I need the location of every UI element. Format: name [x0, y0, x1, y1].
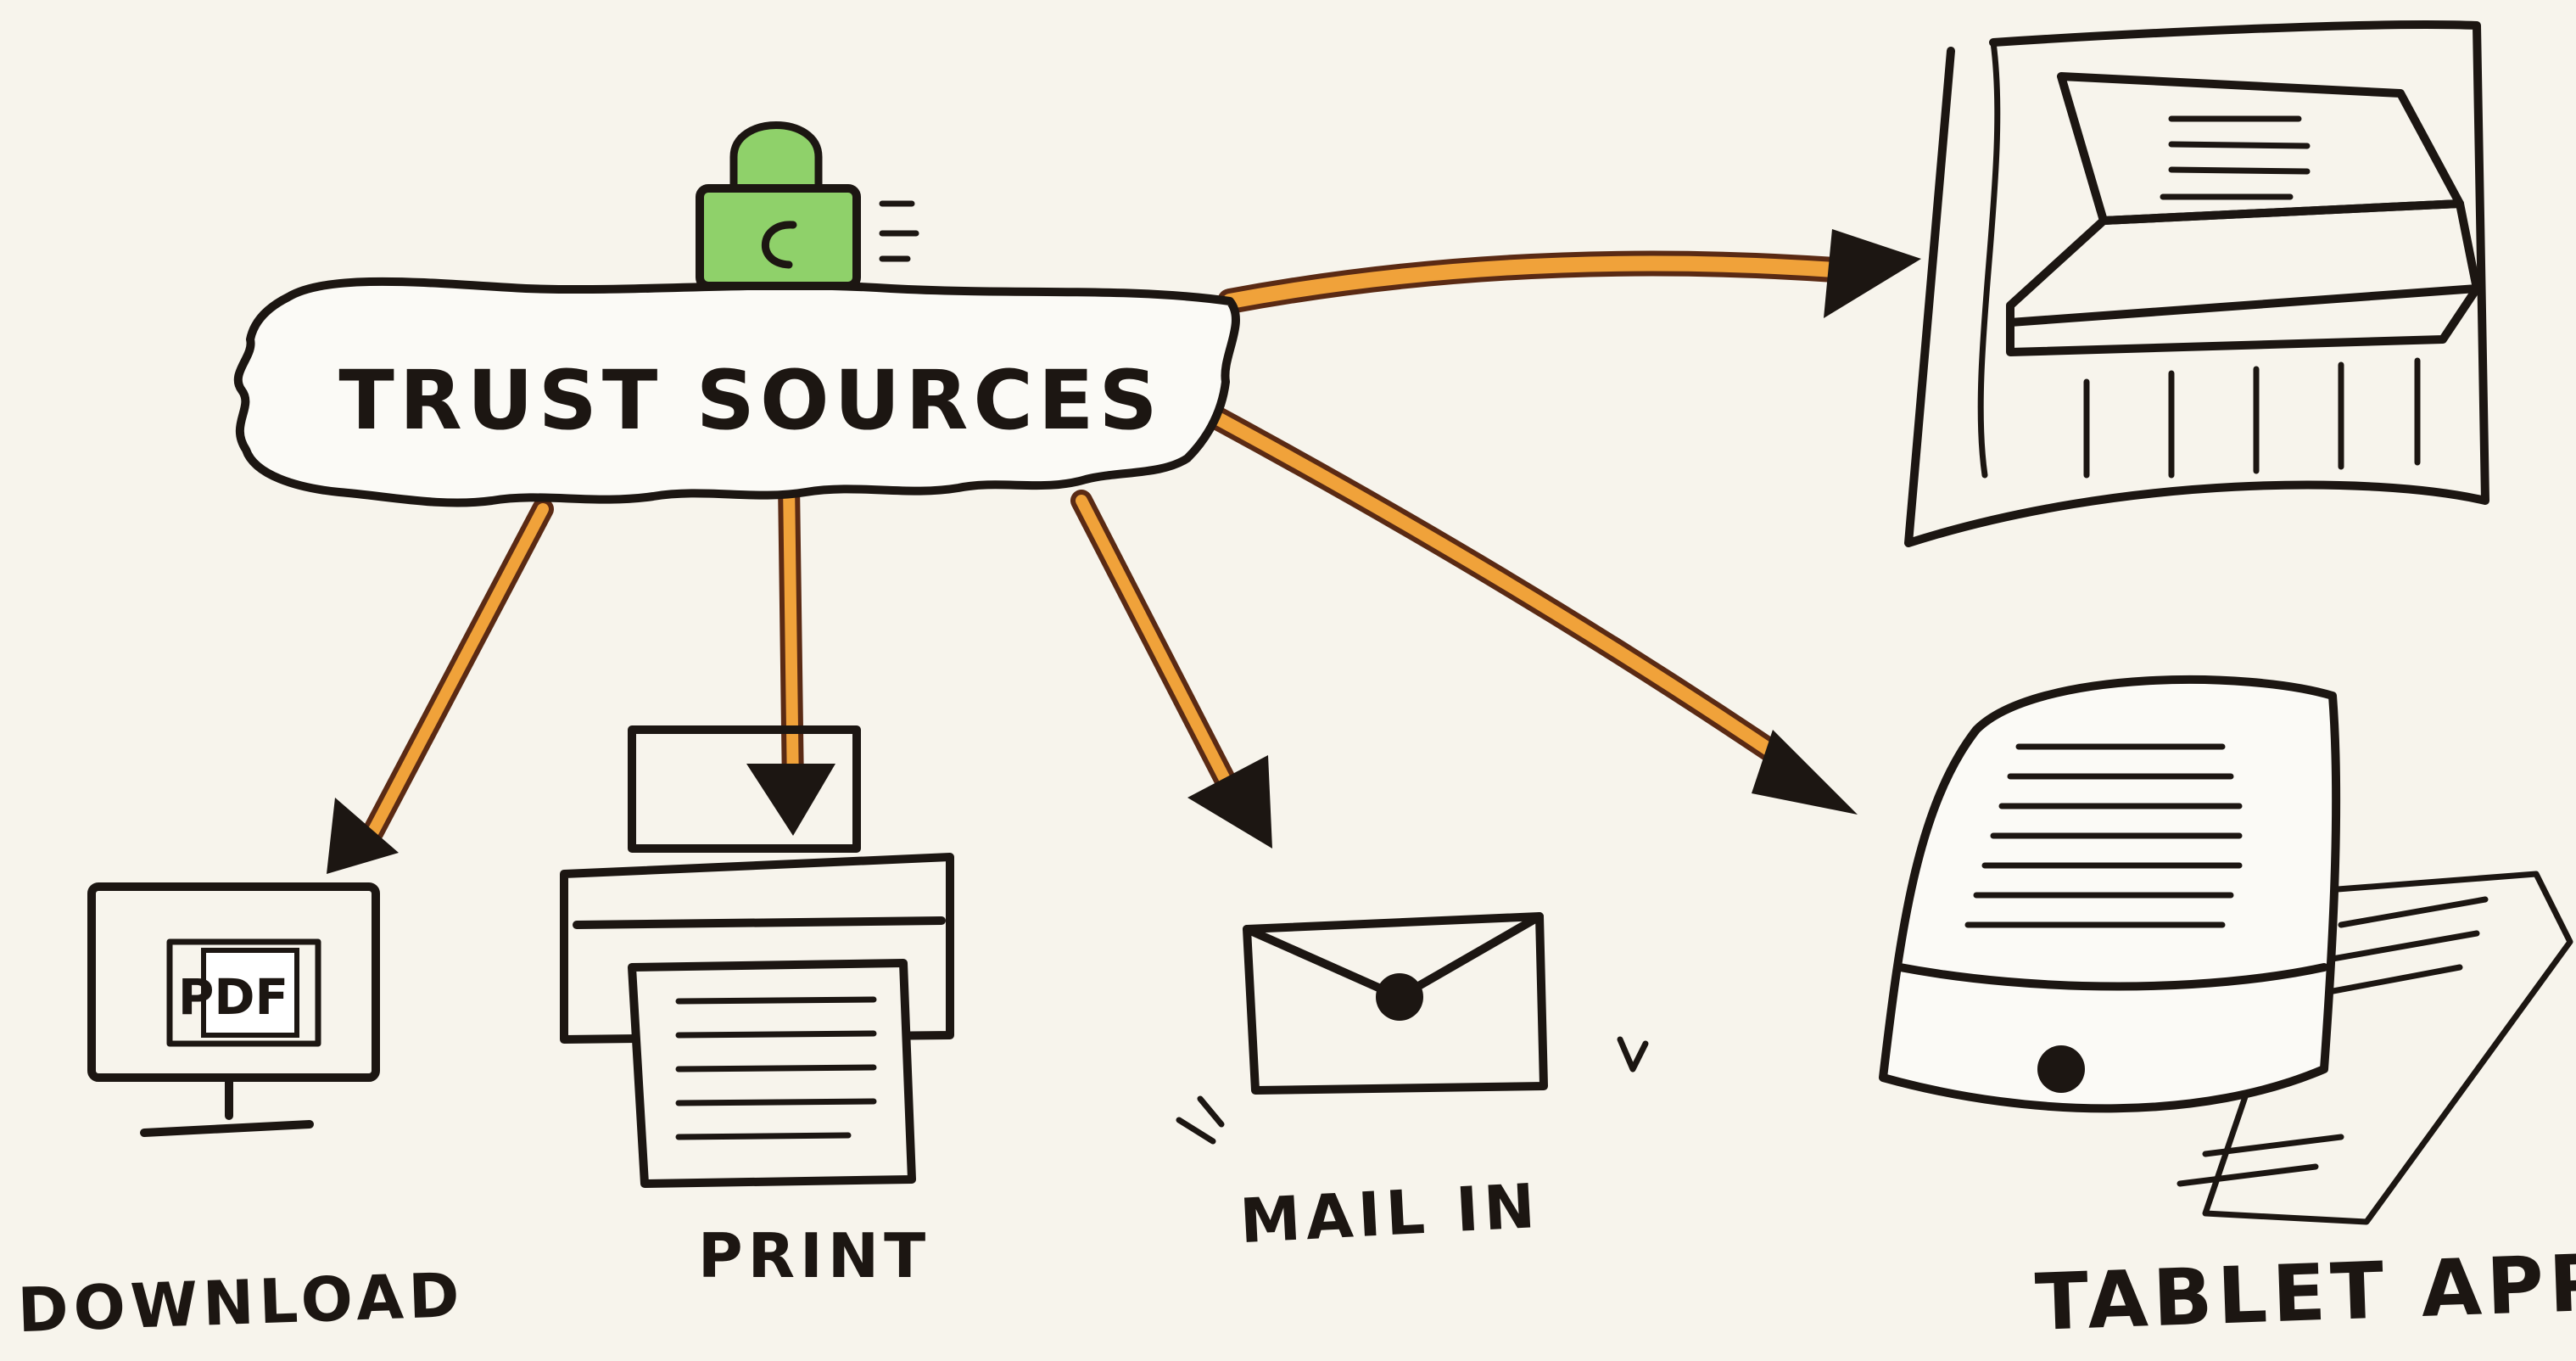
scanner-kiosk-icon	[1908, 25, 2485, 543]
hub-label: TRUST SOURCES	[338, 353, 1162, 448]
arrow-to-mail-in	[1081, 501, 1272, 849]
arrow-to-download	[327, 509, 543, 874]
download-label: DOWNLOAD	[16, 1259, 465, 1346]
envelope-icon	[1179, 916, 1646, 1141]
print-label: PRINT	[698, 1220, 930, 1291]
pdf-screen-text: PDF	[178, 968, 288, 1026]
monitor-pdf-icon: PDF	[92, 887, 376, 1133]
lock-icon	[700, 126, 916, 287]
arrow-to-tablet-app	[1213, 416, 1858, 815]
mail-in-label: MAIL IN	[1238, 1170, 1542, 1257]
printer-icon	[564, 730, 950, 1184]
tablet-icon	[1883, 680, 2570, 1222]
arrow-to-kiosk	[1230, 229, 1921, 318]
arrow-to-print	[746, 484, 835, 836]
trust-sources-cloud: TRUST SOURCES	[238, 282, 1236, 503]
tablet-app-label: TABLET APP	[2034, 1237, 2576, 1348]
